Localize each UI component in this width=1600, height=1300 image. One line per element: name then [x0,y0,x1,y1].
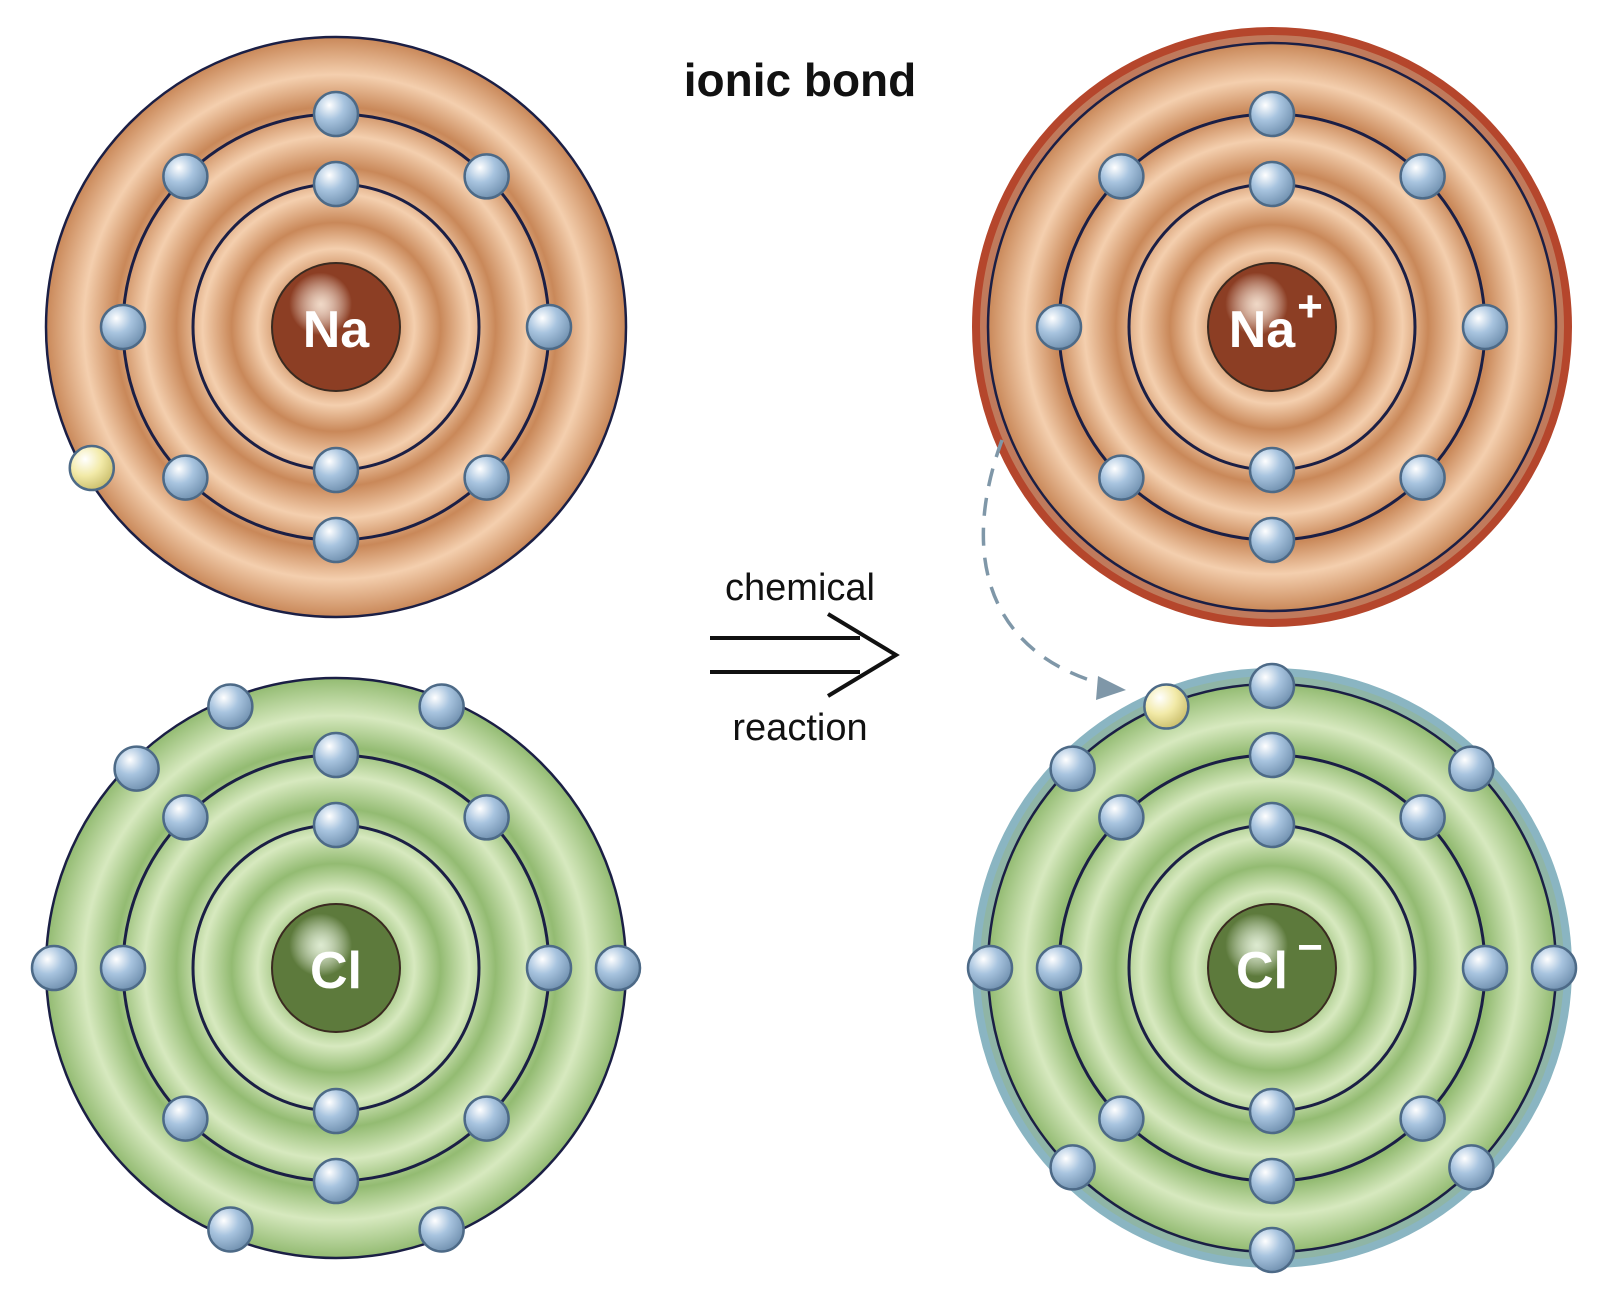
nucleus [1207,262,1337,392]
electron [1098,1095,1145,1142]
electron [463,153,510,200]
electron [68,444,116,492]
electron [1248,1226,1296,1274]
arrow-label-bottom: reaction [732,707,867,749]
electron [463,794,510,841]
element-symbol: Cl [310,942,362,1000]
electron [99,303,147,351]
electron [1049,745,1096,792]
electron [525,303,573,351]
electron [113,745,160,792]
electron [1248,446,1296,494]
reaction-arrow: chemical reaction [710,567,900,749]
electron [207,683,254,730]
element-symbol: Na [303,301,371,359]
nucleus [1207,903,1337,1033]
na-ion: Na+ [972,27,1572,627]
electron [1530,944,1578,992]
electron [1248,662,1296,710]
ion-charge: + [1297,282,1323,331]
electron [312,160,360,208]
electron [1248,1157,1296,1205]
electron [463,1095,510,1142]
electron [1248,516,1296,564]
electron [463,454,510,501]
diagram-title: ionic bond [684,54,917,106]
electron-transfer-arrowhead [1096,676,1126,700]
electron [1448,745,1495,792]
electron [418,683,465,730]
electron [1248,731,1296,779]
electron [1248,160,1296,208]
atom-boundary [44,35,628,619]
cl-ion: Cl− [966,662,1578,1274]
nucleus [271,262,401,392]
arrow-label-top: chemical [725,567,875,609]
electron [162,1095,209,1142]
electron [162,454,209,501]
electron [1461,303,1509,351]
electron [312,90,360,138]
electron [1399,153,1446,200]
electron [1248,90,1296,138]
electron [30,944,78,992]
electron [525,944,573,992]
electron [99,944,147,992]
atom-boundary [986,41,1558,613]
electron [1399,794,1446,841]
electron-transfer-arrow [981,439,1119,690]
double-arrow-shape [710,612,900,698]
nucleus [271,903,401,1033]
electron [312,801,360,849]
electron [312,446,360,494]
electron [1098,794,1145,841]
electron [966,944,1014,992]
electron [594,944,642,992]
cl-atom: Cl [30,676,642,1260]
electron [312,1087,360,1135]
electron [207,1206,254,1253]
electron [1098,153,1145,200]
ion-charge: − [1297,923,1323,972]
electron [1248,801,1296,849]
electron [312,731,360,779]
electron [1049,1144,1096,1191]
electron [1248,1087,1296,1135]
electron [1461,944,1509,992]
electron [312,1157,360,1205]
electron [1035,303,1083,351]
na-atom: Na [44,35,628,619]
electron [1399,1095,1446,1142]
electron [1035,944,1083,992]
electron [312,516,360,564]
element-symbol: Cl [1236,942,1288,1000]
electron [1448,1144,1495,1191]
electron [418,1206,465,1253]
transferred-electron [1143,683,1190,730]
electron [1098,454,1145,501]
element-symbol: Na [1229,301,1297,359]
electron [162,153,209,200]
electron [162,794,209,841]
electron [1399,454,1446,501]
